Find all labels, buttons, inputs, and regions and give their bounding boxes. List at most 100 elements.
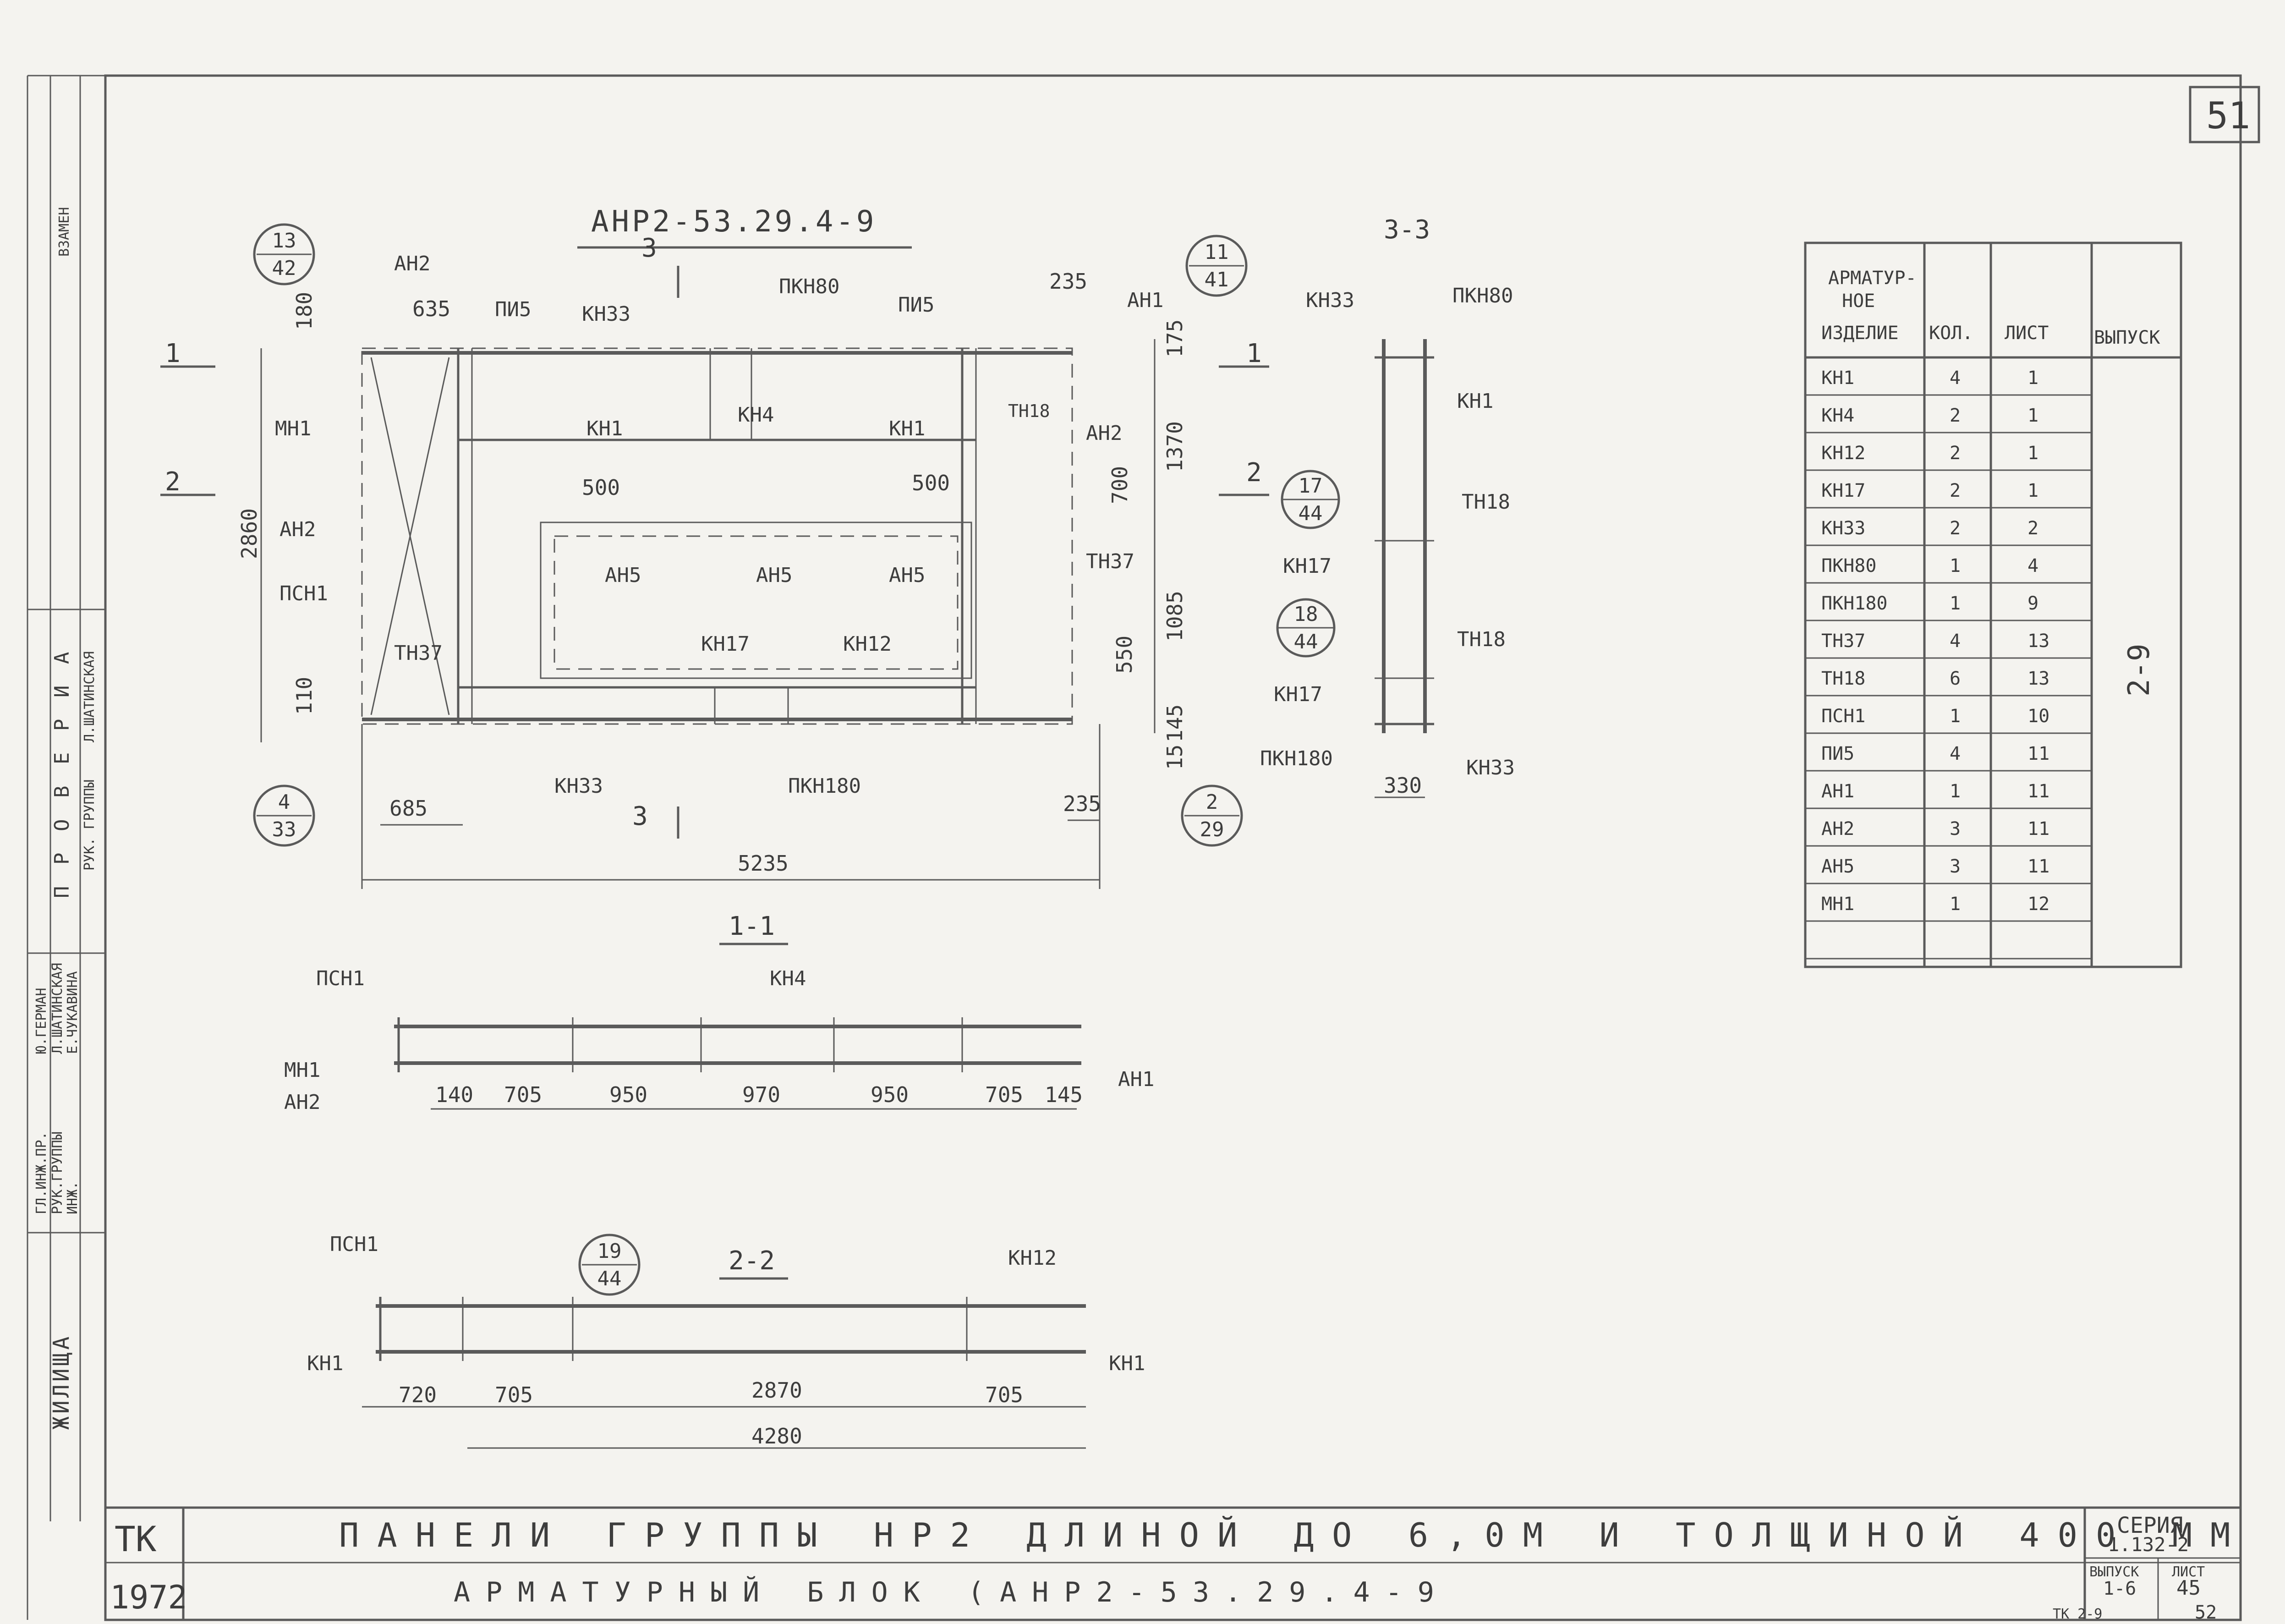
th-issue: ВЫПУСК (2094, 327, 2160, 348)
dim-1085: 1085 (1162, 591, 1187, 642)
side-stamp: ВЗАМЕН П Р О В Е Р И А ЖИЛИЩА ГЛ.ИНЖ.ПР.… (27, 76, 105, 1521)
label-kn17: КН17 (701, 632, 750, 656)
tb-year: 1972 (110, 1579, 187, 1616)
table-cell-item: КН12 (1821, 443, 1865, 464)
table-cell-sheet: 13 (2027, 668, 2049, 689)
tb-page: 52 (2195, 1602, 2217, 1623)
dim-11-0: 140 (435, 1082, 473, 1107)
sheet-number: 51 (2206, 94, 2250, 137)
label-11-psn1: ПСН1 (316, 967, 365, 990)
svg-text:33: 33 (272, 818, 296, 841)
svg-text:13: 13 (272, 229, 296, 252)
title-block: ТК 1972 ПАНЕЛИ ГРУППЫ НР2 ДЛИНОЙ ДО 6,0М… (105, 1506, 2248, 1623)
table-row: АН5 3 11 (1821, 856, 2049, 877)
th-sheet: ЛИСТ (2005, 323, 2049, 344)
table-cell-item: ПКН80 (1821, 555, 1876, 576)
label-11-kn4: КН4 (770, 967, 806, 990)
dim-700: 700 (1107, 466, 1132, 504)
label-tn37-right: ТН37 (1086, 550, 1134, 573)
stamp-name-2: Л.ШАТИНСКАЯ (49, 963, 66, 1054)
label-33-pkn180: ПКН180 (1260, 747, 1333, 770)
section-mark-3-bottom: 3 (632, 801, 648, 831)
label-33-kn33-bottom: КН33 (1466, 756, 1515, 779)
dim-500-right: 500 (912, 471, 950, 495)
label-33-tn18-1: ТН18 (1462, 490, 1510, 514)
label-33-pkn80: ПКН80 (1452, 284, 1513, 307)
table-cell-item: АН1 (1821, 781, 1854, 802)
label-an5-2: АН5 (756, 564, 792, 587)
tb-line1: ПАНЕЛИ ГРУППЫ НР2 ДЛИНОЙ ДО 6,0М И ТОЛЩИ… (339, 1516, 2248, 1554)
tb-issue-value: 1-6 (2103, 1578, 2136, 1599)
section-mark-1-right: 1 (1246, 339, 1262, 368)
label-tn18: ТН18 (1008, 401, 1050, 421)
svg-text:2: 2 (1206, 790, 1218, 814)
table-cell-qty: 2 (1950, 443, 1961, 464)
ref-circle-17-44: 17 44 (1281, 470, 1340, 529)
dim-22-1: 705 (495, 1383, 533, 1407)
table-cell-item: КН1 (1821, 368, 1854, 389)
dim-110: 110 (292, 677, 317, 715)
tb-sheet-label: ЛИСТ (2172, 1564, 2205, 1580)
table-cell-sheet: 9 (2027, 593, 2038, 614)
label-kn4: КН4 (738, 403, 774, 427)
table-cell-item: ПИ5 (1821, 743, 1854, 764)
dim-180: 180 (292, 292, 317, 330)
tb-issue-label: ВЫПУСК (2089, 1564, 2139, 1580)
label-psn1: ПСН1 (279, 582, 328, 605)
sheet-number-box: 51 (2189, 86, 2260, 143)
table-cell-qty: 4 (1950, 743, 1961, 764)
label-kn12: КН12 (843, 632, 892, 656)
section-mark-2-left: 2 (165, 467, 181, 497)
table-cell-sheet: 12 (2027, 894, 2049, 915)
label-pkn80: ПКН80 (779, 275, 839, 298)
label-33-tn18-2: ТН18 (1457, 628, 1506, 651)
dim-550: 550 (1112, 636, 1137, 674)
stamp-role-1: ГЛ.ИНЖ.ПР. (33, 1131, 49, 1214)
table-cell-sheet: 2 (2027, 518, 2038, 539)
stamp-role-3: ИНЖ. (65, 1181, 81, 1214)
ref-circle-13-42: 13 42 (253, 223, 315, 285)
stamp-role-2: РУК.ГРУППЫ (49, 1131, 66, 1214)
label-an1: АН1 (1127, 289, 1163, 312)
table-cell-sheet: 1 (2027, 405, 2038, 426)
table-cell-sheet: 4 (2027, 555, 2038, 576)
table-cell-sheet: 13 (2027, 631, 2049, 652)
section-2-2-title: 2-2 (729, 1246, 775, 1276)
table-cell-qty: 2 (1950, 405, 1961, 426)
table-cell-qty: 1 (1950, 706, 1961, 727)
table-cell-qty: 4 (1950, 631, 1961, 652)
section-mark-3-top: 3 (641, 233, 657, 263)
stamp-name-3: Е.ЧУКАВИНА (65, 971, 81, 1054)
table-cell-qty: 2 (1950, 480, 1961, 501)
table-cell-qty: 1 (1950, 894, 1961, 915)
dim-22-2: 2870 (751, 1378, 802, 1403)
dim-175: 175 (1162, 319, 1187, 357)
dim-2860: 2860 (237, 508, 262, 559)
dim-635: 635 (412, 296, 450, 321)
table-cell-qty: 3 (1950, 856, 1961, 877)
label-tn37-left: ТН37 (394, 642, 443, 665)
table-cell-sheet: 11 (2027, 856, 2049, 877)
table-row: КН4 2 1 (1821, 405, 2038, 426)
table-cell-item: АН5 (1821, 856, 1854, 877)
table-cell-item: КН17 (1821, 480, 1865, 501)
label-an2-left: АН2 (279, 518, 316, 541)
label-pkn180: ПКН180 (788, 774, 861, 798)
stamp-vzamen: ВЗАМЕН (56, 207, 72, 257)
table-cell-sheet: 11 (2027, 781, 2049, 802)
label-an5-3: АН5 (889, 564, 925, 587)
label-kn33-top: КН33 (582, 302, 630, 326)
stamp-check-name: Л.ШАТИНСКАЯ (82, 651, 98, 742)
table-cell-sheet: 1 (2027, 443, 2038, 464)
label-33-kn17-2: КН17 (1274, 683, 1322, 706)
table-cell-item: КН4 (1821, 405, 1854, 426)
table-issue-value: 2-9 (2122, 643, 2156, 697)
label-33-kn33-top: КН33 (1306, 289, 1354, 312)
ref-circle-19-44: 19 44 (578, 1234, 641, 1296)
